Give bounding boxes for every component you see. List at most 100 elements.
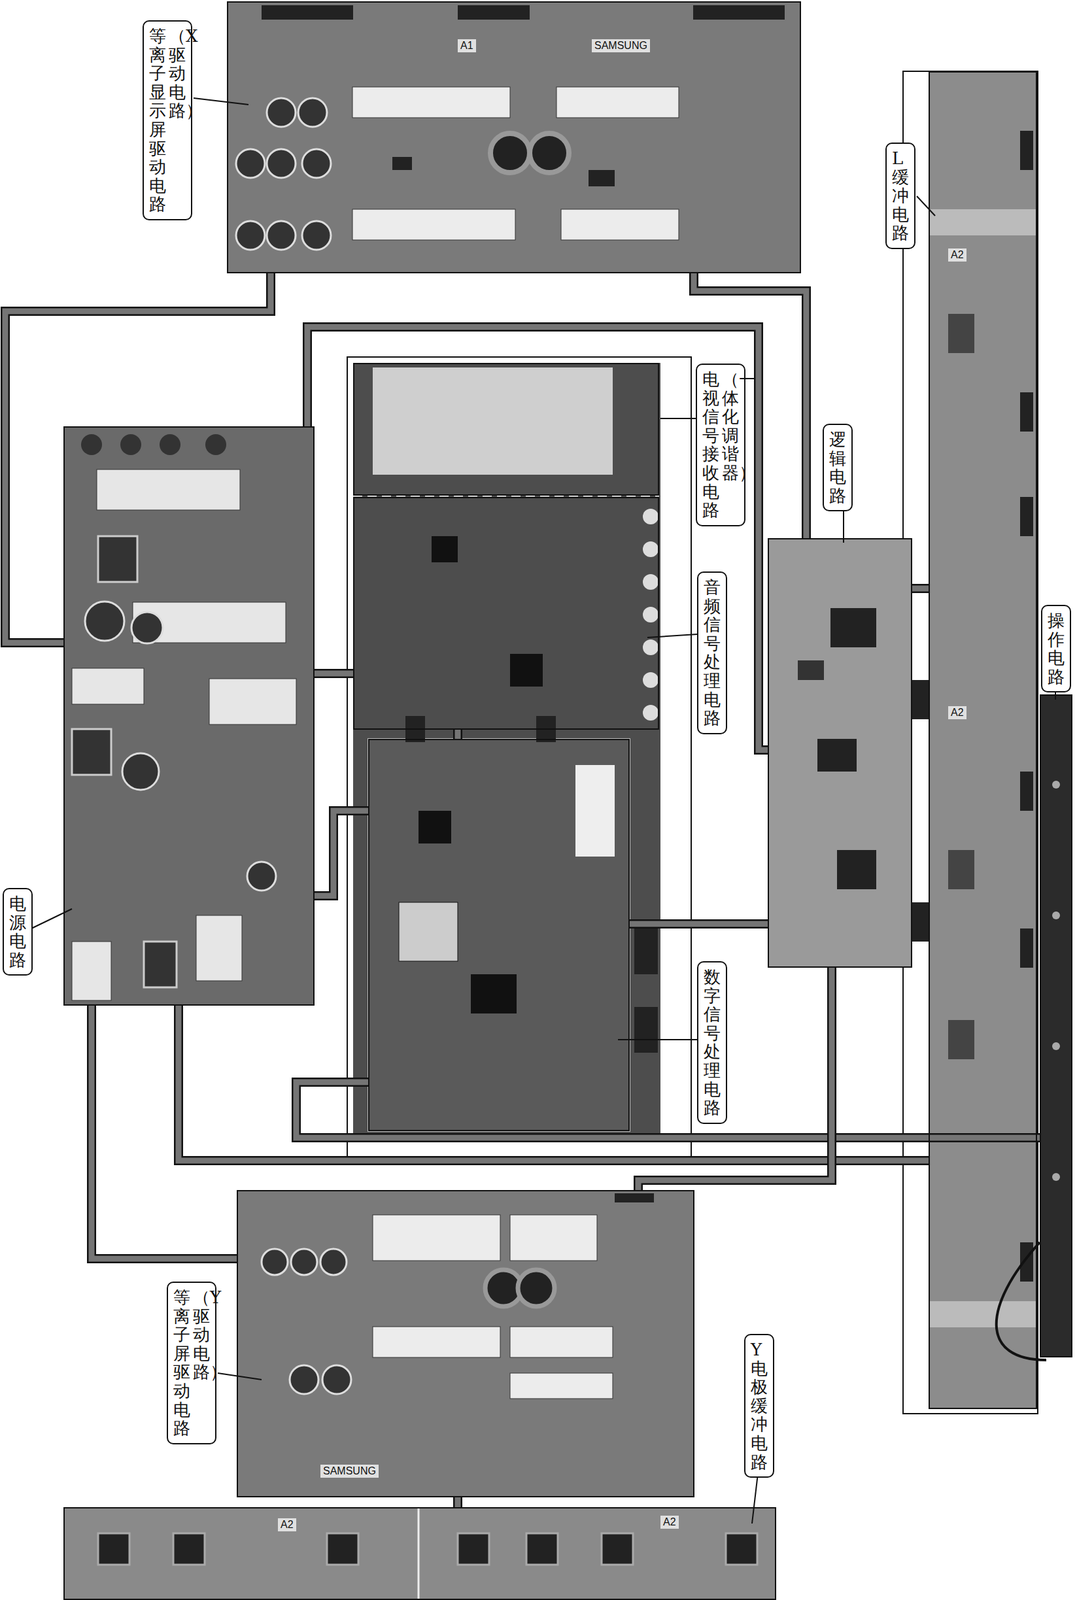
callout-text: 操作电路 <box>1047 611 1065 686</box>
capacitor <box>131 612 163 644</box>
callout-text: 电视信号接收电路 <box>702 370 720 520</box>
cable-core <box>693 273 807 539</box>
capacitor <box>290 1248 318 1276</box>
divider <box>417 1507 420 1600</box>
sticker <box>575 765 615 857</box>
connector <box>1020 496 1034 537</box>
capacitor <box>81 434 103 456</box>
callout-text: 音频信号处理电路 <box>703 578 721 728</box>
heatsink <box>196 915 242 981</box>
cable-outline <box>638 967 832 1191</box>
connector <box>693 5 785 20</box>
board-marking: A2 <box>948 706 967 720</box>
board-region: L缓冲电路 <box>928 71 1038 1410</box>
metal-bar <box>928 209 1038 236</box>
coil <box>526 1533 558 1565</box>
cable <box>629 923 768 925</box>
capacitor <box>289 1365 319 1395</box>
jack <box>642 639 659 656</box>
inductor <box>517 1269 555 1307</box>
heatsink <box>71 668 144 705</box>
jack <box>642 606 659 623</box>
power-board-photo <box>63 426 315 1006</box>
capacitor <box>236 221 265 250</box>
board-region: 电视信号接收电路（一体化调谐器） <box>353 362 660 496</box>
callout-text: 数字信号 处理电路 <box>703 967 721 1118</box>
cable <box>638 967 832 1191</box>
cable-core <box>912 585 929 592</box>
cable-outline <box>314 668 354 679</box>
button <box>1052 1042 1060 1051</box>
callout-box: 等离子屏驱动电路（Y驱动电路） <box>166 1281 217 1445</box>
inductor <box>490 133 530 173</box>
tuner-shield <box>372 367 613 475</box>
coil <box>725 1533 758 1565</box>
button <box>1052 1173 1060 1181</box>
board-region: 电源电路 <box>63 426 315 1006</box>
leader-line <box>617 1039 698 1041</box>
capacitor <box>322 1365 352 1395</box>
callout-text: 逻辑电路 <box>829 430 847 505</box>
capacitor <box>266 98 296 127</box>
heatsink <box>71 941 112 1001</box>
board-marking: SAMSUNG <box>320 1464 379 1478</box>
cable-outline <box>5 273 271 643</box>
frame <box>903 71 1038 1414</box>
coil <box>457 1533 490 1565</box>
heatsink <box>352 209 516 240</box>
logic-board-photo <box>767 538 913 968</box>
capacitor <box>302 221 331 250</box>
leader-line <box>647 634 698 638</box>
capacitor <box>261 1248 288 1276</box>
metal-bar <box>928 1301 1038 1328</box>
wire <box>996 1242 1047 1361</box>
component <box>948 313 975 354</box>
cable <box>693 273 807 539</box>
cable <box>314 673 354 675</box>
cable <box>314 810 369 896</box>
chip <box>830 608 877 648</box>
cable-outline <box>453 729 463 739</box>
connector <box>634 928 658 975</box>
connector <box>1020 392 1034 432</box>
y-board-photo <box>236 1190 695 1498</box>
cable-core <box>91 1005 237 1259</box>
jack <box>642 672 659 688</box>
callout-box: 等离子显示屏驱动电路（X驱动电路） <box>142 20 193 221</box>
connector <box>614 1193 654 1203</box>
callout-box: 逻辑电路 <box>822 423 853 512</box>
capacitor <box>120 434 142 456</box>
main-board-photo <box>353 362 661 1135</box>
heatsink <box>510 1373 613 1399</box>
board-marking: A2 <box>948 248 967 262</box>
connector <box>634 1007 658 1053</box>
callout-box: Y电极缓冲电路 <box>744 1333 775 1478</box>
connector <box>1020 928 1034 968</box>
flex-cable <box>912 680 929 720</box>
capacitor <box>266 149 296 178</box>
chip <box>470 974 517 1014</box>
board-marking: A1 <box>457 39 477 53</box>
cable-outline <box>912 583 929 594</box>
heatsink <box>561 209 679 240</box>
leader-line <box>916 196 936 216</box>
heatsink <box>510 1326 613 1358</box>
transformer <box>143 941 177 988</box>
cable-core <box>314 810 369 896</box>
y-buffer-photo <box>63 1507 777 1600</box>
heatsink <box>398 902 458 962</box>
component <box>948 850 975 890</box>
cable-core <box>314 670 354 677</box>
callout-text: （Y驱动电路） <box>192 1288 210 1382</box>
cable <box>912 588 929 590</box>
board-region: 数字信号 处理电路 <box>368 738 630 1132</box>
callout-text: 等离子显示屏驱动电路 <box>149 26 167 214</box>
button <box>1052 911 1060 920</box>
board-region: 等离子显示屏驱动电路（X驱动电路） <box>226 1 802 274</box>
callout-box: 电源电路 <box>2 888 33 976</box>
heatsink <box>556 86 679 118</box>
digital-area <box>368 738 630 1132</box>
cable-outline <box>693 273 807 539</box>
board-region: 逻辑电路 <box>767 538 913 968</box>
capacitor <box>85 601 125 641</box>
